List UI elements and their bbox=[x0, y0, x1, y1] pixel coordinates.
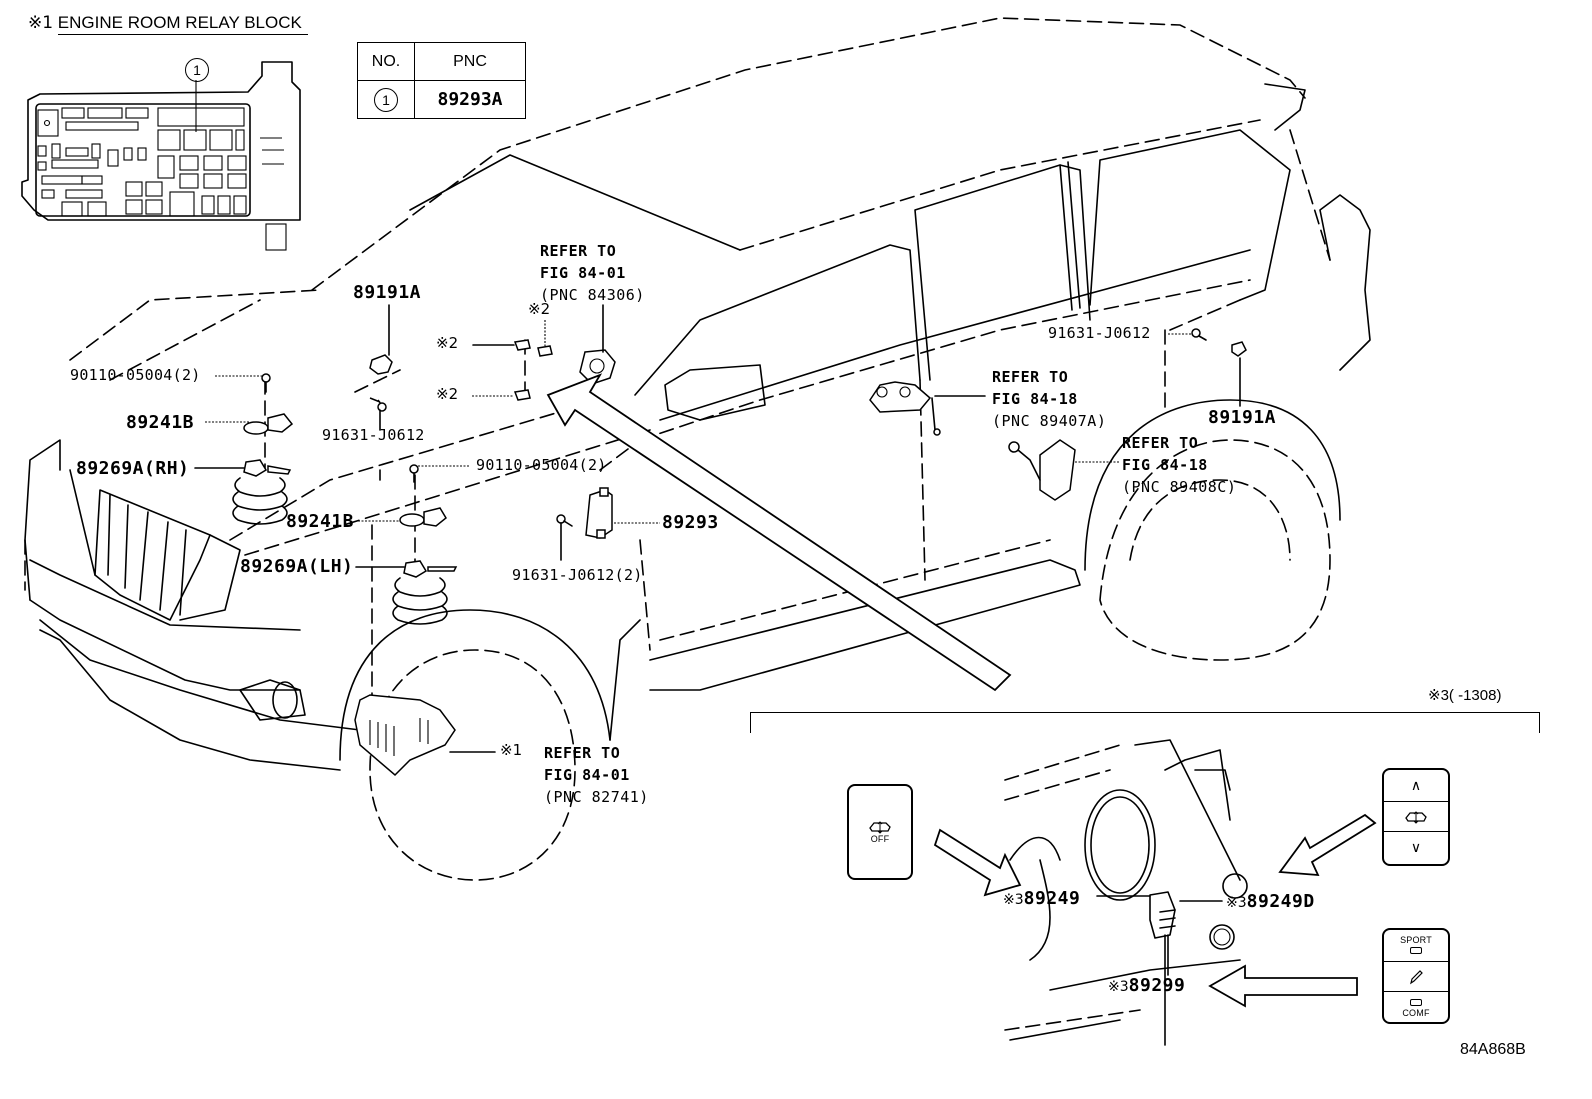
pnc-table: NO. PNC 1 89293A bbox=[357, 42, 526, 119]
part-number: 89299 bbox=[1128, 975, 1186, 996]
inset-label-89299[interactable]: ※389299 bbox=[1108, 977, 1185, 995]
note-marker-1: ※1 bbox=[500, 741, 523, 759]
reference-spiral-cable[interactable]: REFER TO FIG 84-01 (PNC 84306) bbox=[540, 240, 645, 306]
height-control-switch: ∧ ∨ bbox=[1382, 768, 1450, 866]
inset-label-89249[interactable]: ※389249 bbox=[1003, 890, 1080, 908]
part-label-91631-front[interactable]: 91631-J0612 bbox=[322, 426, 425, 444]
switch-off-text: OFF bbox=[870, 834, 890, 844]
reference-height-sensor-rear[interactable]: REFER TO FIG 84-18 (PNC 89408C) bbox=[1122, 432, 1236, 498]
pencil-icon bbox=[1410, 969, 1423, 984]
inset-applicability-note: ※3( -1308) bbox=[1428, 687, 1502, 704]
sport-label: SPORT bbox=[1400, 935, 1432, 945]
pnc-table-row: 1 89293A bbox=[357, 80, 526, 119]
note-marker-3: ※3 bbox=[1108, 979, 1129, 995]
suspension-mode-switch: SPORT COMF bbox=[1382, 928, 1450, 1024]
header-no: NO. bbox=[357, 42, 415, 81]
note-marker: ※1 bbox=[28, 13, 54, 33]
interior-pointer-arrow bbox=[546, 373, 1012, 692]
reference-pnc: (PNC 82741) bbox=[544, 788, 649, 806]
part-label-90110-upper[interactable]: 90110-05004(2) bbox=[70, 366, 201, 384]
dashboard-inset-illustration bbox=[933, 739, 1377, 1046]
mode-icon-cell bbox=[1384, 962, 1448, 992]
indicator-lamp-icon bbox=[1410, 947, 1422, 954]
reference-line: FIG 84-18 bbox=[1122, 456, 1208, 474]
leader-lines bbox=[194, 304, 1241, 753]
reference-pnc: (PNC 89407A) bbox=[992, 412, 1107, 430]
part-label-89269a-rh[interactable]: 89269A(RH) bbox=[76, 458, 190, 479]
height-up-button: ∧ bbox=[1384, 770, 1448, 802]
part-label-89241b-lower[interactable]: 89241B bbox=[286, 511, 355, 532]
part-number: 89249D bbox=[1246, 891, 1315, 912]
pnc-table-header: NO. PNC bbox=[357, 42, 526, 81]
reference-line: REFER TO bbox=[540, 242, 617, 260]
reference-height-sensor-front[interactable]: REFER TO FIG 84-18 (PNC 89407A) bbox=[992, 366, 1106, 432]
callout-number: 1 bbox=[185, 58, 209, 82]
relay-block-illustration bbox=[21, 61, 301, 251]
inset-label-89249d[interactable]: ※389249D bbox=[1226, 893, 1315, 911]
reference-line: REFER TO bbox=[544, 744, 621, 762]
reference-pnc: (PNC 89408C) bbox=[1122, 478, 1237, 496]
note-marker-3: ※3 bbox=[1003, 892, 1024, 908]
height-icon-cell bbox=[1384, 802, 1448, 832]
note-marker-2: ※2 bbox=[436, 385, 459, 403]
inset-bracket bbox=[750, 712, 1540, 733]
sport-mode-cell: SPORT bbox=[1384, 930, 1448, 962]
part-label-89293[interactable]: 89293 bbox=[662, 512, 719, 533]
part-label-91631-rear[interactable]: 91631-J0612 bbox=[1048, 324, 1151, 342]
part-label-89191a-front[interactable]: 89191A bbox=[353, 282, 422, 303]
row-pnc[interactable]: 89293A bbox=[414, 80, 526, 119]
vehicle-body-outline bbox=[24, 17, 1371, 881]
header-pnc: PNC bbox=[414, 42, 526, 81]
relay-callout: 1 bbox=[185, 58, 209, 82]
reference-line: FIG 84-18 bbox=[992, 390, 1078, 408]
note-marker-2: ※2 bbox=[528, 300, 551, 318]
part-label-90110-lower[interactable]: 90110-05004(2) bbox=[476, 456, 607, 474]
part-label-89191a-rear[interactable]: 89191A bbox=[1208, 407, 1277, 428]
row-no: 1 bbox=[357, 80, 415, 119]
note-marker-3: ※3 bbox=[1226, 895, 1247, 911]
reference-line: REFER TO bbox=[992, 368, 1069, 386]
height-control-off-switch: OFF bbox=[847, 784, 913, 880]
reference-pnc: (PNC 84306) bbox=[540, 286, 645, 304]
reference-relay-block[interactable]: REFER TO FIG 84-01 (PNC 82741) bbox=[544, 742, 649, 808]
part-label-89241b-upper[interactable]: 89241B bbox=[126, 412, 195, 433]
note-marker-2: ※2 bbox=[436, 334, 459, 352]
vehicle-height-icon bbox=[869, 821, 891, 834]
comf-label: COMF bbox=[1402, 1007, 1430, 1018]
comfort-mode-cell: COMF bbox=[1384, 992, 1448, 1022]
diagram-code: 84A868B bbox=[1460, 1041, 1526, 1058]
relay-block-title: ※1 ENGINE ROOM RELAY BLOCK bbox=[28, 13, 308, 35]
vehicle-height-icon bbox=[1405, 810, 1427, 824]
reference-line: FIG 84-01 bbox=[544, 766, 630, 784]
reference-line: FIG 84-01 bbox=[540, 264, 626, 282]
part-number: 89249 bbox=[1023, 888, 1081, 909]
relay-block-title-text: ENGINE ROOM RELAY BLOCK bbox=[57, 13, 308, 35]
reference-line: REFER TO bbox=[1122, 434, 1199, 452]
part-label-91631-ecu[interactable]: 91631-J0612(2) bbox=[512, 566, 643, 584]
height-down-button: ∨ bbox=[1410, 839, 1422, 855]
part-label-89269a-lh[interactable]: 89269A(LH) bbox=[240, 556, 354, 577]
part-illustrations bbox=[243, 328, 1247, 777]
switch-face: OFF bbox=[849, 786, 911, 878]
indicator-lamp-icon bbox=[1410, 998, 1422, 1006]
